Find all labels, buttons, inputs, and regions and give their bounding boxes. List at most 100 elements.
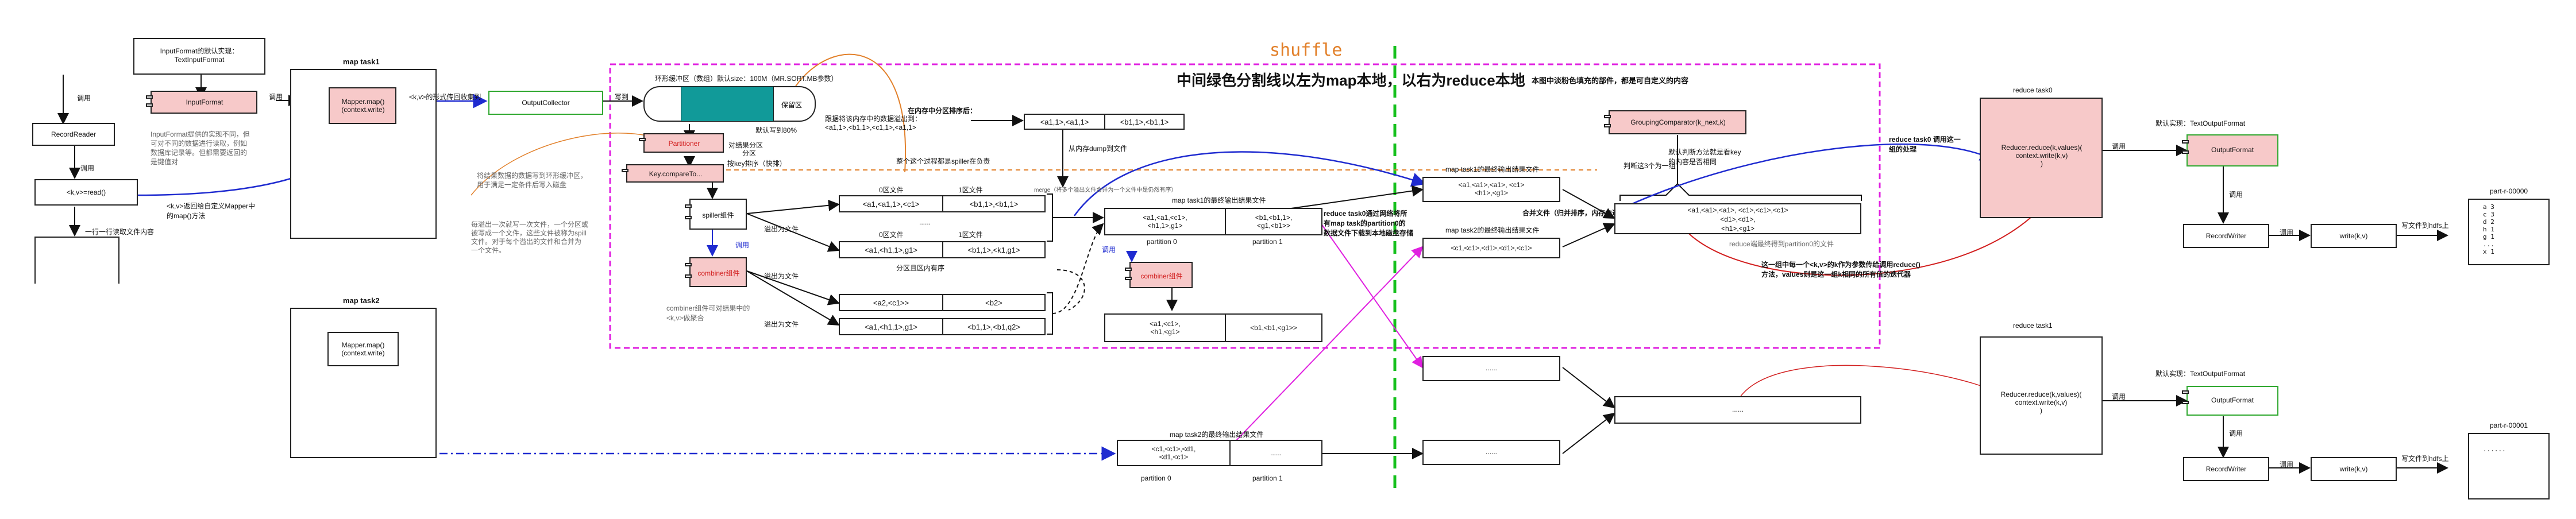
- spiller-label: spiller组件: [702, 211, 734, 219]
- spill-cell: <b2>: [985, 298, 1002, 307]
- combiner2-box[interactable]: combiner组件: [1129, 262, 1193, 288]
- output-format1-note: 默认实现：TextOutputFormat: [2155, 370, 2246, 378]
- spill-cell: <a1,<a1,1>,<c1>: [840, 196, 943, 211]
- spill-cell: <b1,1>,<b1,q2>: [967, 322, 1020, 331]
- to-hdfs0-label: 写文件到hdfs上: [2401, 222, 2449, 230]
- key-compare-box[interactable]: Key.compareTo...: [626, 164, 724, 183]
- reduce1-merged-text: ......: [1732, 405, 1744, 413]
- default-80-label: 默认写到80%: [755, 126, 797, 134]
- buffer-note: 跟据将该内存中的数据溢出到： <a1,1>,<b1,1>,<c1,1>,<a1,…: [825, 115, 922, 131]
- input-format-desc: InputFormat提供的实现不同，但 可对不同的数据进行读取，例如 数据库记…: [151, 130, 250, 166]
- reduce-task1-title: reduce task1: [2013, 322, 2053, 330]
- record-writer0-box[interactable]: RecordWriter: [2183, 224, 2269, 248]
- reducer0-box[interactable]: Reducer.reduce(k,values)( context.write(…: [1980, 98, 2103, 218]
- mapper-box[interactable]: Mapper.map() (context.write): [329, 87, 396, 124]
- spill-out-label: 溢出为文件: [764, 272, 799, 280]
- component-icon: [622, 169, 628, 172]
- write0-box[interactable]: write(k,v): [2311, 224, 2397, 248]
- spill-out-label: 溢出为文件: [764, 320, 799, 328]
- partition1-label: partition 1: [1252, 238, 1283, 246]
- spill-cell: <b1,1>,<k1,g1>: [967, 245, 1020, 254]
- spill-cell: <a1,<h1,1>,g1>: [840, 319, 943, 334]
- mt1-result-box: <a1,<a1>,<a1>, <c1> <h1>,<g1>: [1422, 177, 1560, 202]
- record-writer0-label: RecordWriter: [2205, 232, 2247, 240]
- partitioner-box[interactable]: Partitioner: [643, 133, 724, 153]
- file-line: g 1: [2483, 233, 2494, 241]
- call-label: 调用: [2229, 429, 2243, 437]
- whole-process-label: 整个这个过程都是spiller在负责: [896, 157, 990, 165]
- mapper2-box[interactable]: Mapper.map() (context.write): [327, 332, 399, 366]
- sorted-cell-b: <b1,1>,<b1,1>: [1120, 117, 1169, 126]
- merge-sort-label: 合并文件（归并排序，内存中进行）: [1522, 209, 1633, 217]
- sort-note: 按key排序（快排）: [727, 160, 786, 168]
- merged-row-box: <a1,<a1>,<a1>, <c1>,<c1>,<c1> <d1>,<d1>,…: [1614, 203, 1861, 234]
- component-icon: [1604, 124, 1611, 127]
- call-label: 调用: [80, 164, 95, 172]
- output-collector-box[interactable]: OutputCollector: [488, 91, 603, 115]
- spill-row: <a1,<a1,1>,<c1> <b1,1>,<b1,1>: [839, 195, 1046, 212]
- reducer1-box[interactable]: Reducer.reduce(k,values)( context.write(…: [1980, 336, 2103, 455]
- call-label: 调用: [2229, 191, 2243, 199]
- record-writer1-box[interactable]: RecordWriter: [2183, 457, 2269, 481]
- ring-buffer-label: 环形缓冲区（数组）默认size：100M（MR.SORT.MB参数）: [655, 75, 838, 83]
- mt1-result-row: <a1,<a1>,<a1>, <c1> <h1>,<g1>: [1458, 181, 1525, 197]
- spiller-box[interactable]: spiller组件: [689, 199, 747, 230]
- ring-buffer-fill: [681, 86, 774, 122]
- write-label: 写到: [615, 93, 629, 101]
- output-format0-label: OutputFormat: [2211, 146, 2254, 154]
- sorted-row: <a1,1>,<a1,1> <b1,1>,<b1,1>: [1024, 114, 1185, 130]
- write0-label: write(k,v): [2339, 232, 2368, 240]
- call-label: 调用: [77, 94, 91, 102]
- reduce1-input-a: ......: [1422, 356, 1560, 381]
- output-format1-box[interactable]: OutputFormat: [2186, 386, 2278, 416]
- mapper-label: Mapper.map() (context.write): [341, 98, 385, 114]
- mt2-result-box: <c1,<c1>,<d1>,<d1>,<c1>: [1422, 238, 1560, 258]
- call-label: 调用: [2112, 393, 2126, 401]
- output-format1-label: OutputFormat: [2211, 396, 2254, 404]
- reduce1-input-b: ......: [1422, 440, 1560, 465]
- component-icon: [2182, 140, 2189, 144]
- mt2-row: <c1,<c1>,<d1, <d1,<c1> ......: [1117, 440, 1322, 466]
- mt1-result-label: map task1的最终输出结果文件: [1445, 165, 1540, 173]
- output-format0-box[interactable]: OutputFormat: [2186, 134, 2278, 166]
- file-line: d 2: [2483, 218, 2494, 226]
- partition0-label: partition 0: [1147, 238, 1177, 246]
- reduce-call-note: reduce task0 调用这一 组的处理: [1889, 135, 1961, 153]
- file-line: h 1: [2483, 226, 2494, 233]
- input-file-icon: [34, 237, 119, 284]
- spill-row: <a2,<c1>> <b2>: [839, 294, 1046, 311]
- component-icon: [685, 274, 692, 278]
- write1-box[interactable]: write(k,v): [2311, 457, 2397, 481]
- component-icon: [639, 138, 646, 141]
- output-collector-label: OutputCollector: [522, 99, 570, 107]
- mapper2-label: Mapper.map() (context.write): [341, 341, 385, 357]
- mt2-cell: <c1,<c1>,<d1, <d1,<c1>: [1118, 441, 1231, 465]
- save-zone-label: 保留区: [781, 101, 803, 109]
- read-call-box[interactable]: <k,v>=read(): [34, 179, 138, 206]
- record-reader-box[interactable]: RecordReader: [32, 123, 115, 146]
- merge-note: merge（将多个溢出文件合并为一个文件中是仍然有序）: [1034, 187, 1177, 193]
- combiner-note: combiner组件可对结果中的 <k,v>做聚合: [666, 304, 750, 322]
- final-cell: <b1,<b1,1>, <g1,<b1>>: [1255, 214, 1293, 230]
- component-icon: [685, 204, 692, 208]
- component-icon: [685, 216, 692, 219]
- mt2-partition0: partition 0: [1141, 474, 1171, 482]
- final-cell: <a1,<a1,<c1>, <h1,1>,g1>: [1105, 209, 1226, 234]
- final-row: <a1,<a1,<c1>, <h1,1>,g1> <b1,<b1,1>, <g1…: [1104, 208, 1322, 235]
- component-icon: [685, 263, 692, 266]
- grouping-comparator-box[interactable]: GroupingComparator(k_next,k): [1609, 110, 1746, 134]
- spill-file1-label: 1区文件: [958, 231, 983, 239]
- mt2-result-row: <c1,<c1>,<d1>,<d1>,<c1>: [1451, 244, 1532, 252]
- partition-note: 对结果分区: [728, 141, 763, 149]
- input-format-box[interactable]: InputFormat: [151, 91, 257, 114]
- combiner-box[interactable]: combiner组件: [689, 257, 747, 287]
- partitioner-label: Partitioner: [668, 140, 700, 148]
- call-label: 调用: [2280, 228, 2294, 237]
- kv-collect-label: <k,v>的形式传回收集到: [409, 93, 481, 101]
- spill-to-disk-label: 从内存dump到文件: [1069, 145, 1128, 153]
- key-compare-label: Key.compareTo...: [649, 170, 703, 178]
- file-line: ...: [2483, 241, 2494, 248]
- component-icon: [2182, 390, 2189, 394]
- mt2-cell: ......: [1270, 449, 1282, 457]
